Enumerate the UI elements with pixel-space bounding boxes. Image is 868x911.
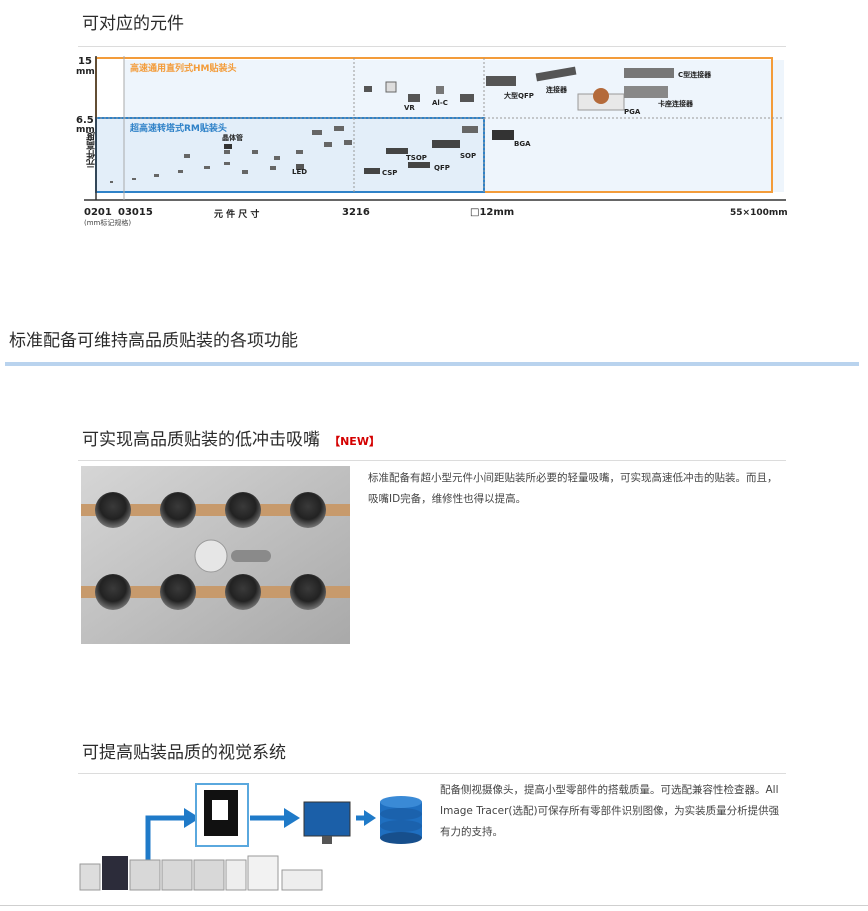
x-axis-label: 元 件 尺 寸: [214, 208, 259, 220]
section-title-features: 标准配备可维持高品质贴装的各项功能: [9, 331, 298, 351]
feature2-title: 可提高贴装品质的视觉系统: [82, 743, 286, 763]
label-pga: PGA: [624, 108, 641, 116]
divider: [78, 773, 786, 774]
rm-range-box: [95, 117, 485, 193]
component-range-chart: 15 mm 6.5 mm 元件高度 0201 03015 3216 □12mm …: [76, 56, 788, 227]
label-card-connector: 卡座连接器: [658, 99, 694, 108]
label-sop: SOP: [460, 152, 476, 160]
feature1-description: 标准配备有超小型元件小间距贴装所必要的轻量吸嘴，可实现高速低冲击的贴装。而且，吸…: [368, 472, 778, 505]
label-connector: 连接器: [546, 85, 568, 94]
label-qfp: QFP: [434, 164, 450, 172]
x-tick-03015: 03015: [118, 207, 153, 218]
monitor-icon: [303, 801, 351, 837]
label-csp: CSP: [382, 169, 397, 177]
section-accent-bar: [5, 362, 859, 366]
x-tick-0201: 0201: [84, 207, 112, 218]
hm-head-label: 高速通用直列式HM贴装头: [130, 62, 237, 74]
transistor-part: [224, 144, 232, 149]
mounting-line: [79, 855, 323, 891]
x-tick-3216: 3216: [342, 207, 370, 218]
y-mid-value: 6.5: [76, 115, 94, 126]
feature1-heading: 可实现高品质贴装的低冲击吸嘴 【NEW】: [82, 425, 380, 450]
x-tick-12mm: □12mm: [470, 207, 514, 218]
led-part: [296, 164, 304, 170]
large-qfp-part: [486, 76, 516, 86]
divider: [78, 460, 786, 461]
y-top-value: 15: [78, 56, 92, 67]
feature1-title: 可实现高品质贴装的低冲击吸嘴: [82, 430, 320, 450]
label-transistor: 晶体管: [222, 133, 243, 142]
y-mid-unit: mm: [76, 125, 95, 135]
label-large-qfp: 大型QFP: [504, 91, 534, 100]
vision-system-diagram: [79, 783, 422, 891]
y-axis-label: 元件高度: [87, 131, 98, 168]
label-alc: Al-C: [432, 99, 448, 107]
y-top-unit: mm: [76, 67, 95, 77]
bga-part: [492, 130, 514, 140]
new-badge: 【NEW】: [329, 435, 380, 448]
label-tsop: TSOP: [406, 154, 427, 162]
label-vr: VR: [404, 104, 415, 112]
label-c-connector: C型连接器: [678, 70, 712, 79]
connector-part: [535, 66, 577, 82]
rm-head-label: 超高速转塔式RM贴装头: [129, 122, 227, 134]
card-connector-part: [624, 86, 668, 98]
database-icon: [380, 796, 422, 844]
label-led: LED: [292, 168, 307, 176]
bottom-divider: [0, 905, 868, 906]
section-title-components: 可对应的元件: [82, 14, 184, 34]
x-tick-55x100: 55×100mm: [730, 208, 788, 218]
nozzle-photo: [81, 466, 350, 644]
feature2-description: 配备侧视摄像头，提高小型零部件的搭载质量。可选配兼容性检查器。All Image…: [440, 784, 780, 838]
label-bga: BGA: [514, 140, 531, 148]
c-connector-part: [624, 68, 674, 78]
divider: [78, 46, 786, 47]
x-note: (mm标记规格): [84, 218, 131, 227]
arrow-to-camera: [145, 815, 186, 868]
